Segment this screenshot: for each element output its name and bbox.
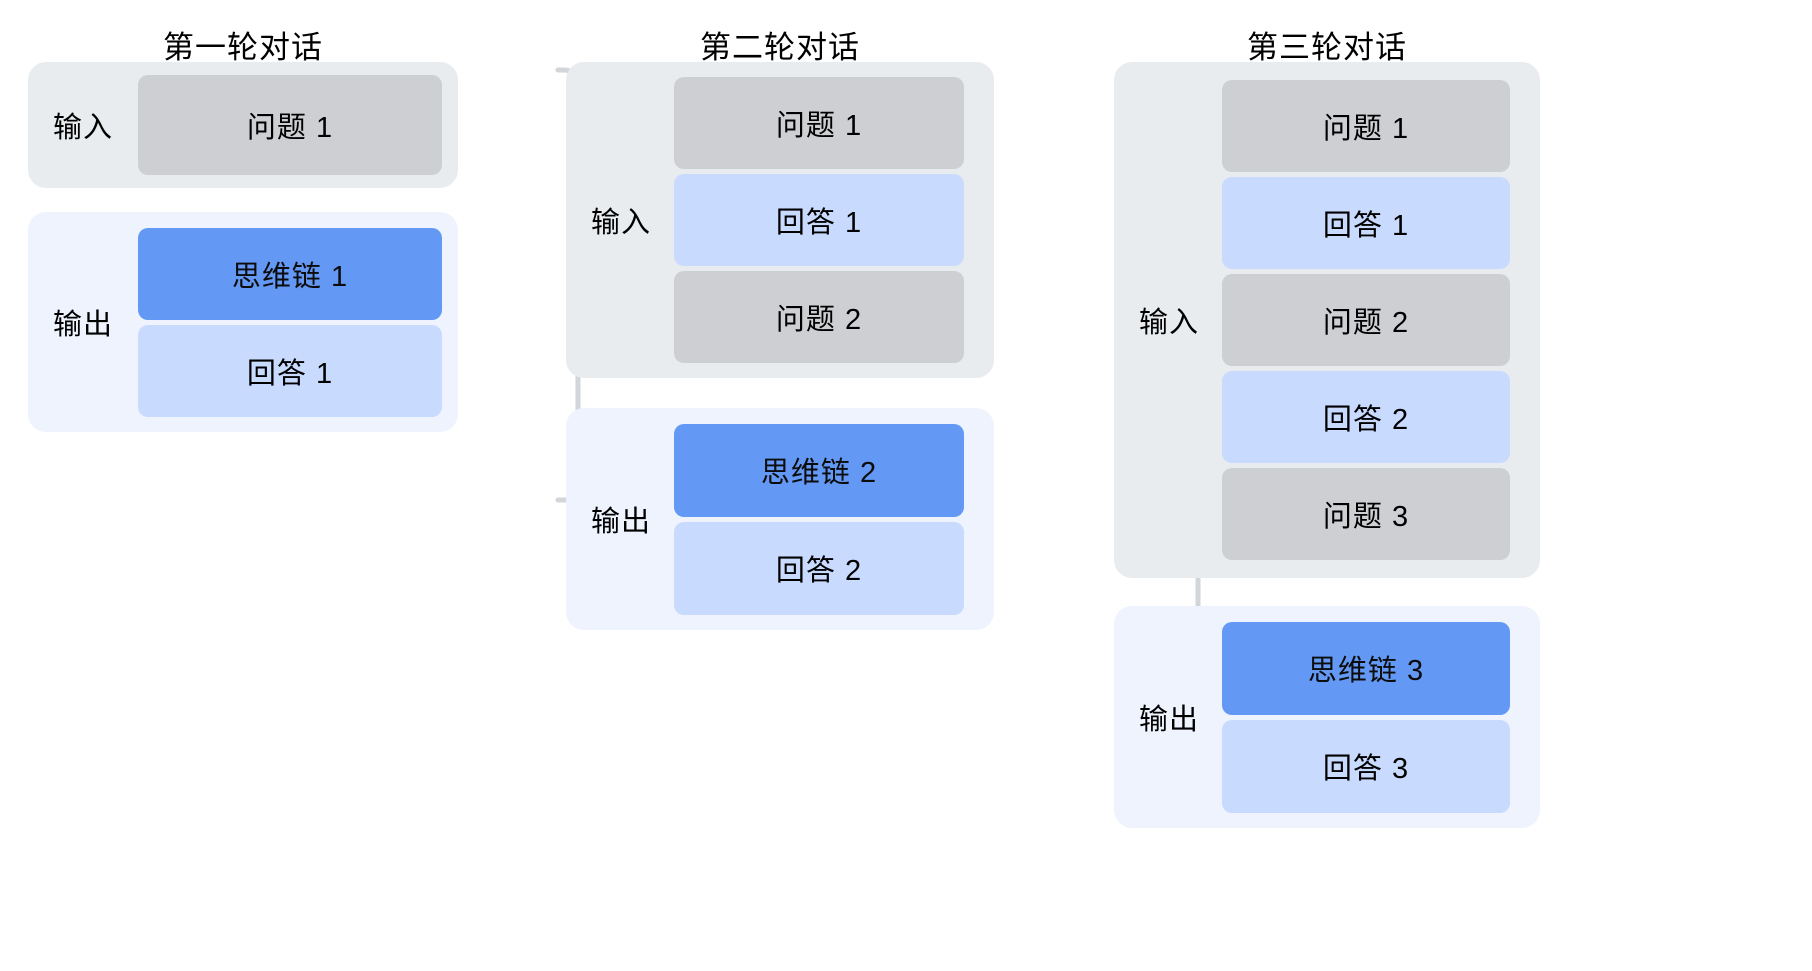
turn-1-input-label: 输入 bbox=[52, 112, 113, 144]
turn-2-input-label: 输入 bbox=[590, 207, 651, 239]
chip-question-1[interactable]: 问题 1 bbox=[674, 77, 964, 169]
turn-3-output-panel: 输出 思维链 3 回答 3 bbox=[1114, 606, 1540, 828]
turn-1-output-items: 思维链 1 回答 1 bbox=[138, 227, 442, 417]
column-title-turn-1: 第一轮对话 bbox=[163, 30, 323, 65]
chip-answer-1[interactable]: 回答 1 bbox=[138, 324, 442, 417]
chip-answer-2[interactable]: 回答 2 bbox=[674, 521, 964, 615]
chip-question-1[interactable]: 问题 1 bbox=[1222, 80, 1510, 172]
turn-2-output-items: 思维链 2 回答 2 bbox=[674, 423, 964, 615]
chip-answer-2[interactable]: 回答 2 bbox=[1222, 371, 1510, 463]
turn-2-input-panel: 输入 问题 1 回答 1 问题 2 bbox=[566, 62, 994, 378]
turn-3-output-label: 输出 bbox=[1138, 704, 1199, 736]
turn-1-input-panel: 输入 问题 1 bbox=[28, 62, 458, 188]
turn-2-output-label: 输出 bbox=[590, 506, 651, 538]
chip-question-2[interactable]: 问题 2 bbox=[1222, 274, 1510, 366]
chip-answer-1[interactable]: 回答 1 bbox=[1222, 177, 1510, 269]
column-title-turn-3: 第三轮对话 bbox=[1247, 30, 1407, 65]
chip-question-3[interactable]: 问题 3 bbox=[1222, 468, 1510, 560]
turn-3-input-panel: 输入 问题 1 回答 1 问题 2 回答 2 问题 3 bbox=[1114, 62, 1540, 578]
chip-question-1[interactable]: 问题 1 bbox=[138, 75, 442, 175]
turn-1-output-panel: 输出 思维链 1 回答 1 bbox=[28, 212, 458, 432]
chip-answer-3[interactable]: 回答 3 bbox=[1222, 719, 1510, 813]
chip-question-2[interactable]: 问题 2 bbox=[674, 271, 964, 363]
turn-3-output-items: 思维链 3 回答 3 bbox=[1222, 621, 1510, 813]
chip-cot-3[interactable]: 思维链 3 bbox=[1222, 621, 1510, 715]
chip-answer-1[interactable]: 回答 1 bbox=[674, 174, 964, 266]
chip-cot-2[interactable]: 思维链 2 bbox=[674, 423, 964, 517]
turn-1-output-label: 输出 bbox=[52, 309, 113, 341]
turn-3-input-items: 问题 1 回答 1 问题 2 回答 2 问题 3 bbox=[1222, 80, 1510, 560]
turn-3-input-label: 输入 bbox=[1138, 307, 1199, 339]
column-title-turn-2: 第二轮对话 bbox=[700, 30, 860, 65]
turn-2-output-panel: 输出 思维链 2 回答 2 bbox=[566, 408, 994, 630]
turn-1-input-items: 问题 1 bbox=[138, 75, 442, 175]
chip-cot-1[interactable]: 思维链 1 bbox=[138, 227, 442, 320]
turn-2-input-items: 问题 1 回答 1 问题 2 bbox=[674, 77, 964, 363]
